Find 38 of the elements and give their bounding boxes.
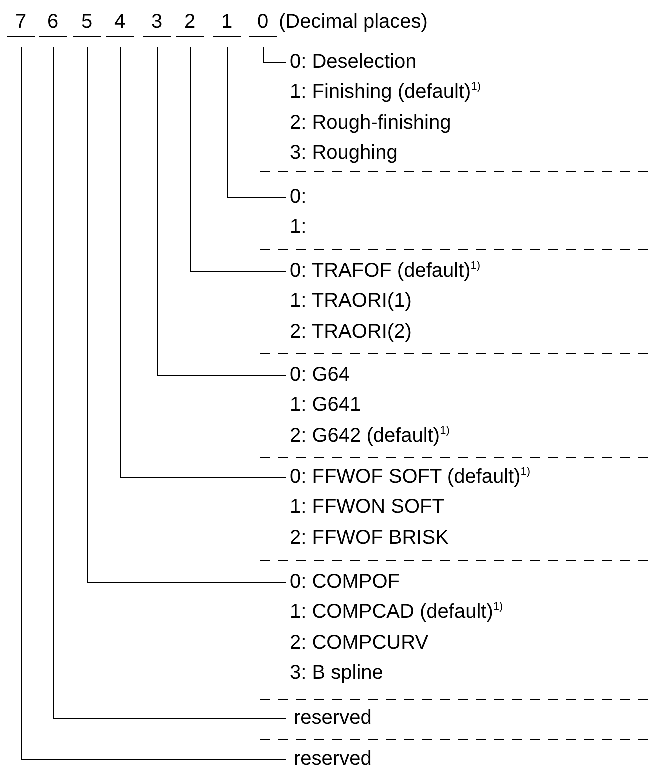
- option-text: 1: COMPCAD (default)$^{1)}$: [290, 600, 504, 626]
- option-text: 0: FFWOF SOFT (default)$^{1)}$: [290, 464, 531, 490]
- option-text: 1:: [290, 215, 307, 240]
- option-text: 0: COMPOF: [290, 570, 402, 595]
- connector-line: [227, 46, 286, 198]
- option-text: 1: G641: [290, 393, 362, 418]
- option-text: 2: FFWOF BRISK: [290, 526, 450, 551]
- connector-line: [157, 46, 286, 376]
- option-text: 2: TRAORI(2): [290, 320, 413, 345]
- digit-position: 0: [249, 8, 277, 37]
- digit-position: 5: [73, 8, 101, 37]
- option-text: 1: Finishing (default)$^{1)}$: [290, 80, 481, 106]
- option-text: 0: Deselection: [290, 50, 418, 75]
- option-text: 0: TRAFOF (default)$^{1)}$: [290, 258, 481, 284]
- digit-position: 3: [143, 8, 171, 37]
- option-text: 1: FFWON SOFT: [290, 495, 446, 520]
- option-text: 3: Roughing: [290, 140, 399, 166]
- option-text: 2: G642 (default)$^{1)}$: [290, 424, 450, 449]
- connector-line: [190, 46, 286, 272]
- connector-line: [53, 46, 286, 719]
- digit-position: 4: [106, 8, 134, 37]
- connector-line: [120, 46, 286, 478]
- option-text: 0:: [290, 184, 307, 210]
- connector-line: [263, 46, 286, 63]
- digit-position: 1: [213, 8, 241, 37]
- option-text: 1: TRAORI(1): [290, 289, 413, 314]
- connector-line: [21, 46, 286, 760]
- option-text: 2: COMPCURV: [290, 630, 430, 656]
- digit-position: 2: [176, 8, 204, 37]
- option-text: reserved: [293, 706, 372, 731]
- digit-position: 6: [39, 8, 67, 37]
- option-text: 2: Rough-finishing: [290, 110, 452, 136]
- caption-text: (Decimal places): [279, 10, 428, 35]
- connector-line: [87, 46, 286, 583]
- option-text: 0: G64: [290, 362, 352, 388]
- digit-position: 7: [7, 8, 35, 37]
- option-text: reserved: [293, 746, 372, 772]
- option-text: 3: B spline: [290, 660, 384, 686]
